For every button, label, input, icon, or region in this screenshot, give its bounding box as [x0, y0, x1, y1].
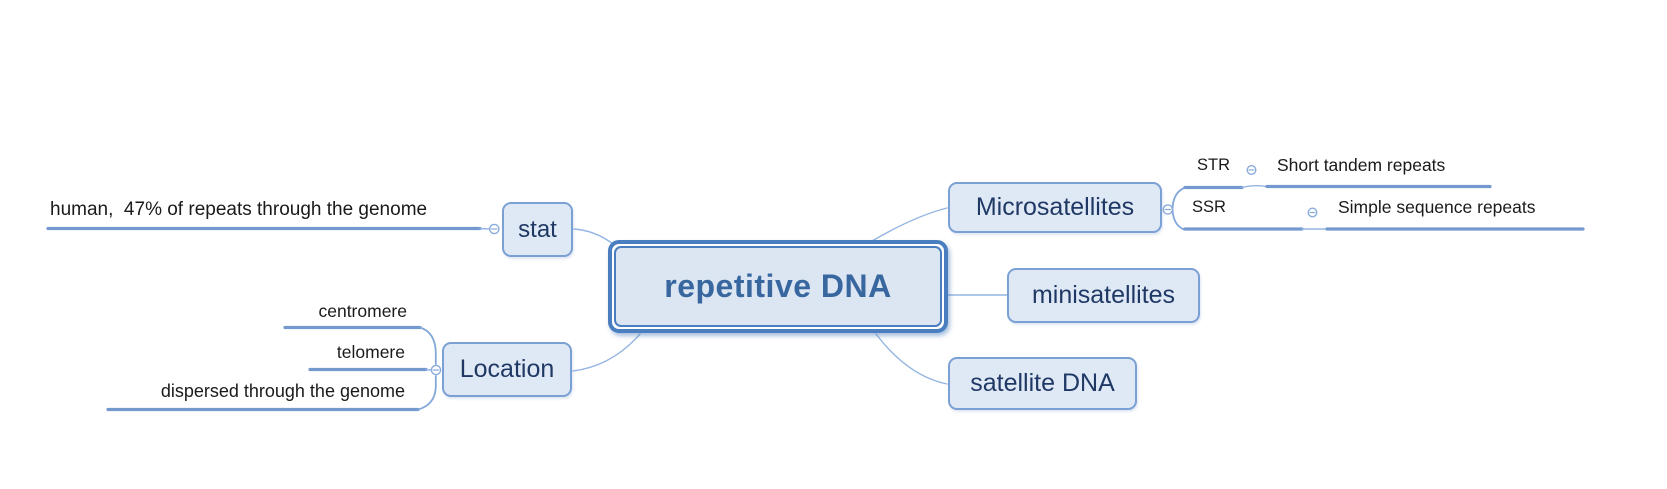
location-central-connector [572, 333, 641, 372]
topic-microsatellites[interactable]: Microsatellites [948, 182, 1162, 233]
topic-satellite-dna-label: satellite DNA [970, 369, 1115, 397]
topic-simple-sequence-repeats[interactable]: Simple sequence repeats [1338, 197, 1536, 217]
topic-minisatellites[interactable]: minisatellites [1007, 268, 1200, 323]
microsatellites-children-bracket [1171, 187, 1185, 231]
central-topic-label: repetitive DNA [614, 246, 942, 327]
human-stat-connector [479, 227, 490, 230]
topic-dispersed-through-genome[interactable]: dispersed through the genome [160, 381, 405, 401]
central-microsatellites-connector [871, 207, 948, 242]
telomere-connector [425, 368, 432, 371]
location-children-bracket-top [419, 326, 437, 365]
topic-location[interactable]: Location [442, 342, 572, 397]
collapse-toggle-icon-microsatellites[interactable] [1162, 204, 1174, 215]
topic-centromere[interactable]: centromere [318, 301, 407, 321]
topic-human-47-percent[interactable]: human, 47% of repeats through the genome [50, 199, 428, 220]
collapse-toggle-icon-str[interactable] [1246, 164, 1257, 175]
topic-satellite-dna[interactable]: satellite DNA [948, 357, 1137, 410]
topic-ssr[interactable]: SSR [1192, 198, 1226, 216]
topic-minisatellites-label: minisatellites [1031, 281, 1176, 309]
collapse-toggle-icon-location[interactable] [430, 364, 442, 376]
central-satellite-connector [875, 333, 948, 385]
topic-telomere[interactable]: telomere [336, 342, 405, 362]
topic-location-label: Location [459, 355, 555, 383]
str-child-connector [1241, 185, 1268, 189]
location-children-bracket-bottom [417, 375, 437, 411]
topic-short-tandem-repeats[interactable]: Short tandem repeats [1277, 155, 1446, 175]
collapse-toggle-icon-ssr[interactable] [1307, 207, 1318, 218]
central-topic-repetitive-dna[interactable]: repetitive DNA [608, 240, 948, 333]
topic-microsatellites-label: Microsatellites [975, 193, 1135, 221]
collapse-toggle-icon-stat[interactable] [488, 223, 500, 235]
topic-stat[interactable]: stat [502, 202, 573, 257]
topic-str[interactable]: STR [1197, 156, 1230, 174]
topic-stat-label: stat [518, 215, 557, 243]
